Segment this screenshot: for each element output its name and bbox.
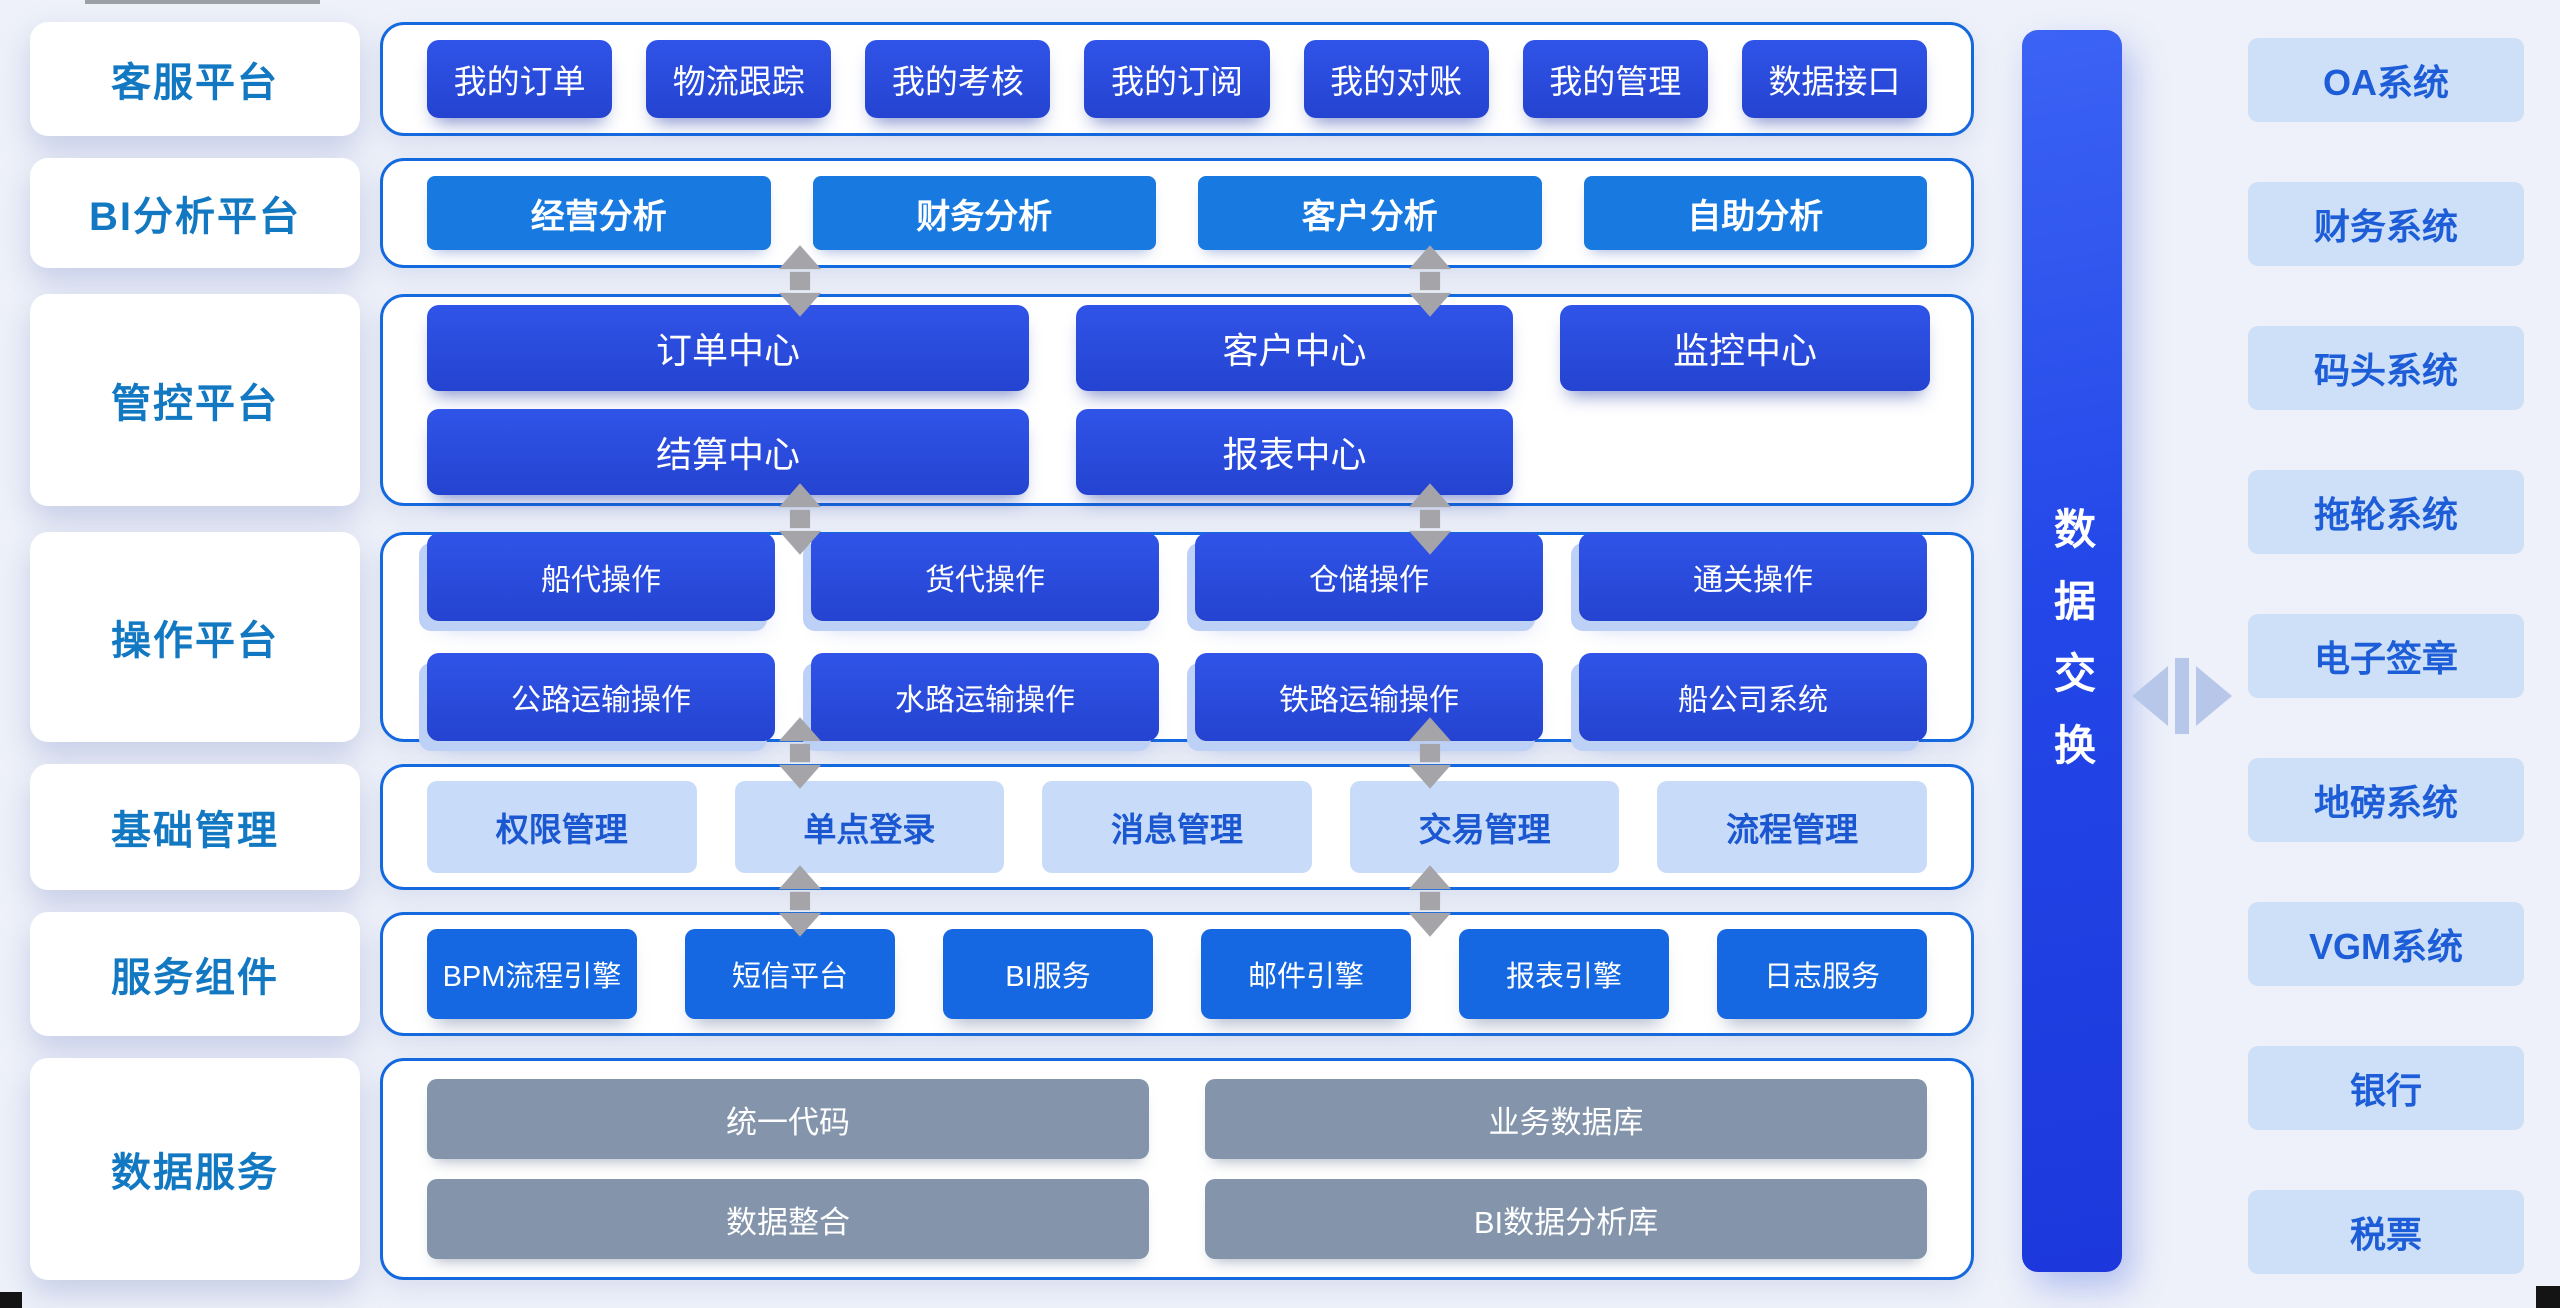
- node-freight-agency-ops: 货代操作: [811, 533, 1159, 621]
- node-my-management: 我的管理: [1522, 40, 1708, 118]
- node-sms-platform: 短信平台: [685, 929, 895, 1019]
- node-process-management: 流程管理: [1657, 781, 1927, 873]
- data-exchange-label: 数据交换: [2048, 507, 2096, 795]
- bottom-left-artifact: [0, 1292, 22, 1308]
- node-business-analysis: 经营分析: [427, 176, 771, 250]
- node-my-reconciliation: 我的对账: [1303, 40, 1489, 118]
- row-operation-platform: 船代操作 货代操作 仓储操作 通关操作 公路运输操作 水路运输操作 铁路运输操作…: [380, 532, 1974, 742]
- node-report-center: 报表中心: [1076, 409, 1513, 495]
- row-control-platform: 订单中心 客户中心 监控中心 结算中心 报表中心: [380, 294, 1974, 506]
- left-label-basic-management: 基础管理: [30, 764, 360, 890]
- external-system-finance: 财务系统: [2248, 182, 2524, 266]
- node-permission-management: 权限管理: [427, 781, 697, 873]
- left-label-data-service: 数据服务: [30, 1058, 360, 1280]
- row-basic-management: 权限管理 单点登录 消息管理 交易管理 流程管理: [380, 764, 1974, 890]
- vertical-double-arrow-icon: [1408, 863, 1452, 939]
- node-customer-analysis: 客户分析: [1198, 176, 1542, 250]
- node-finance-analysis: 财务分析: [812, 176, 1156, 250]
- vertical-double-arrow-icon: [778, 715, 822, 791]
- node-unified-code: 统一代码: [427, 1079, 1149, 1159]
- horizontal-double-arrow-icon: [2132, 658, 2232, 734]
- node-bi-analysis-database: BI数据分析库: [1205, 1179, 1927, 1259]
- left-label-control-platform: 管控平台: [30, 294, 360, 506]
- external-system-bank: 银行: [2248, 1046, 2524, 1130]
- node-message-management: 消息管理: [1042, 781, 1312, 873]
- node-data-interface: 数据接口: [1741, 40, 1927, 118]
- bottom-right-artifact: [2536, 1286, 2560, 1308]
- node-single-sign-on: 单点登录: [734, 781, 1005, 873]
- external-system-tugboat: 拖轮系统: [2248, 470, 2524, 554]
- external-system-weighbridge: 地磅系统: [2248, 758, 2524, 842]
- left-label-bi-analysis: BI分析平台: [30, 158, 360, 268]
- node-customs-ops: 通关操作: [1579, 533, 1927, 621]
- node-ship-agency-ops: 船代操作: [427, 533, 775, 621]
- node-my-subscription: 我的订阅: [1084, 40, 1270, 118]
- node-my-assessment: 我的考核: [865, 40, 1051, 118]
- data-exchange-bar: 数据交换: [2022, 30, 2122, 1272]
- row-service-components: BPM流程引擎 短信平台 BI服务 邮件引擎 报表引擎 日志服务: [380, 912, 1974, 1036]
- node-report-engine: 报表引擎: [1459, 929, 1669, 1019]
- node-monitor-center: 监控中心: [1560, 305, 1930, 391]
- node-my-orders: 我的订单: [427, 40, 613, 118]
- external-system-tax-invoice: 税票: [2248, 1190, 2524, 1274]
- node-water-transport-ops: 水路运输操作: [811, 653, 1159, 741]
- node-log-service: 日志服务: [1717, 929, 1927, 1019]
- node-road-transport-ops: 公路运输操作: [427, 653, 775, 741]
- node-rail-transport-ops: 铁路运输操作: [1195, 653, 1543, 741]
- external-system-oa: OA系统: [2248, 38, 2524, 122]
- external-system-vgm: VGM系统: [2248, 902, 2524, 986]
- external-system-terminal: 码头系统: [2248, 326, 2524, 410]
- node-shipping-company-system: 船公司系统: [1579, 653, 1927, 741]
- left-label-service-components: 服务组件: [30, 912, 360, 1036]
- node-warehouse-ops: 仓储操作: [1195, 533, 1543, 621]
- row-data-service: 统一代码 业务数据库 数据整合 BI数据分析库: [380, 1058, 1974, 1280]
- node-order-center: 订单中心: [427, 305, 1029, 391]
- node-selfservice-analysis: 自助分析: [1583, 176, 1927, 250]
- vertical-double-arrow-icon: [1408, 243, 1452, 319]
- left-label-customer-service: 客服平台: [30, 22, 360, 136]
- node-transaction-management: 交易管理: [1349, 781, 1620, 873]
- vertical-double-arrow-icon: [778, 243, 822, 319]
- vertical-double-arrow-icon: [1408, 715, 1452, 791]
- node-bi-service: BI服务: [943, 929, 1153, 1019]
- row-bi-analysis: 经营分析 财务分析 客户分析 自助分析: [380, 158, 1974, 268]
- vertical-double-arrow-icon: [778, 863, 822, 939]
- node-customer-center: 客户中心: [1076, 305, 1513, 391]
- left-label-operation-platform: 操作平台: [30, 532, 360, 742]
- node-mail-engine: 邮件引擎: [1201, 929, 1411, 1019]
- vertical-double-arrow-icon: [1408, 481, 1452, 557]
- row-customer-service: 我的订单 物流跟踪 我的考核 我的订阅 我的对账 我的管理 数据接口: [380, 22, 1974, 136]
- top-edge-artifact: [85, 0, 320, 4]
- external-system-esignature: 电子签章: [2248, 614, 2524, 698]
- vertical-double-arrow-icon: [778, 481, 822, 557]
- node-business-database: 业务数据库: [1205, 1079, 1927, 1159]
- node-bpm-engine: BPM流程引擎: [427, 929, 637, 1019]
- node-data-integration: 数据整合: [427, 1179, 1149, 1259]
- node-settlement-center: 结算中心: [427, 409, 1029, 495]
- node-logistics-tracking: 物流跟踪: [646, 40, 832, 118]
